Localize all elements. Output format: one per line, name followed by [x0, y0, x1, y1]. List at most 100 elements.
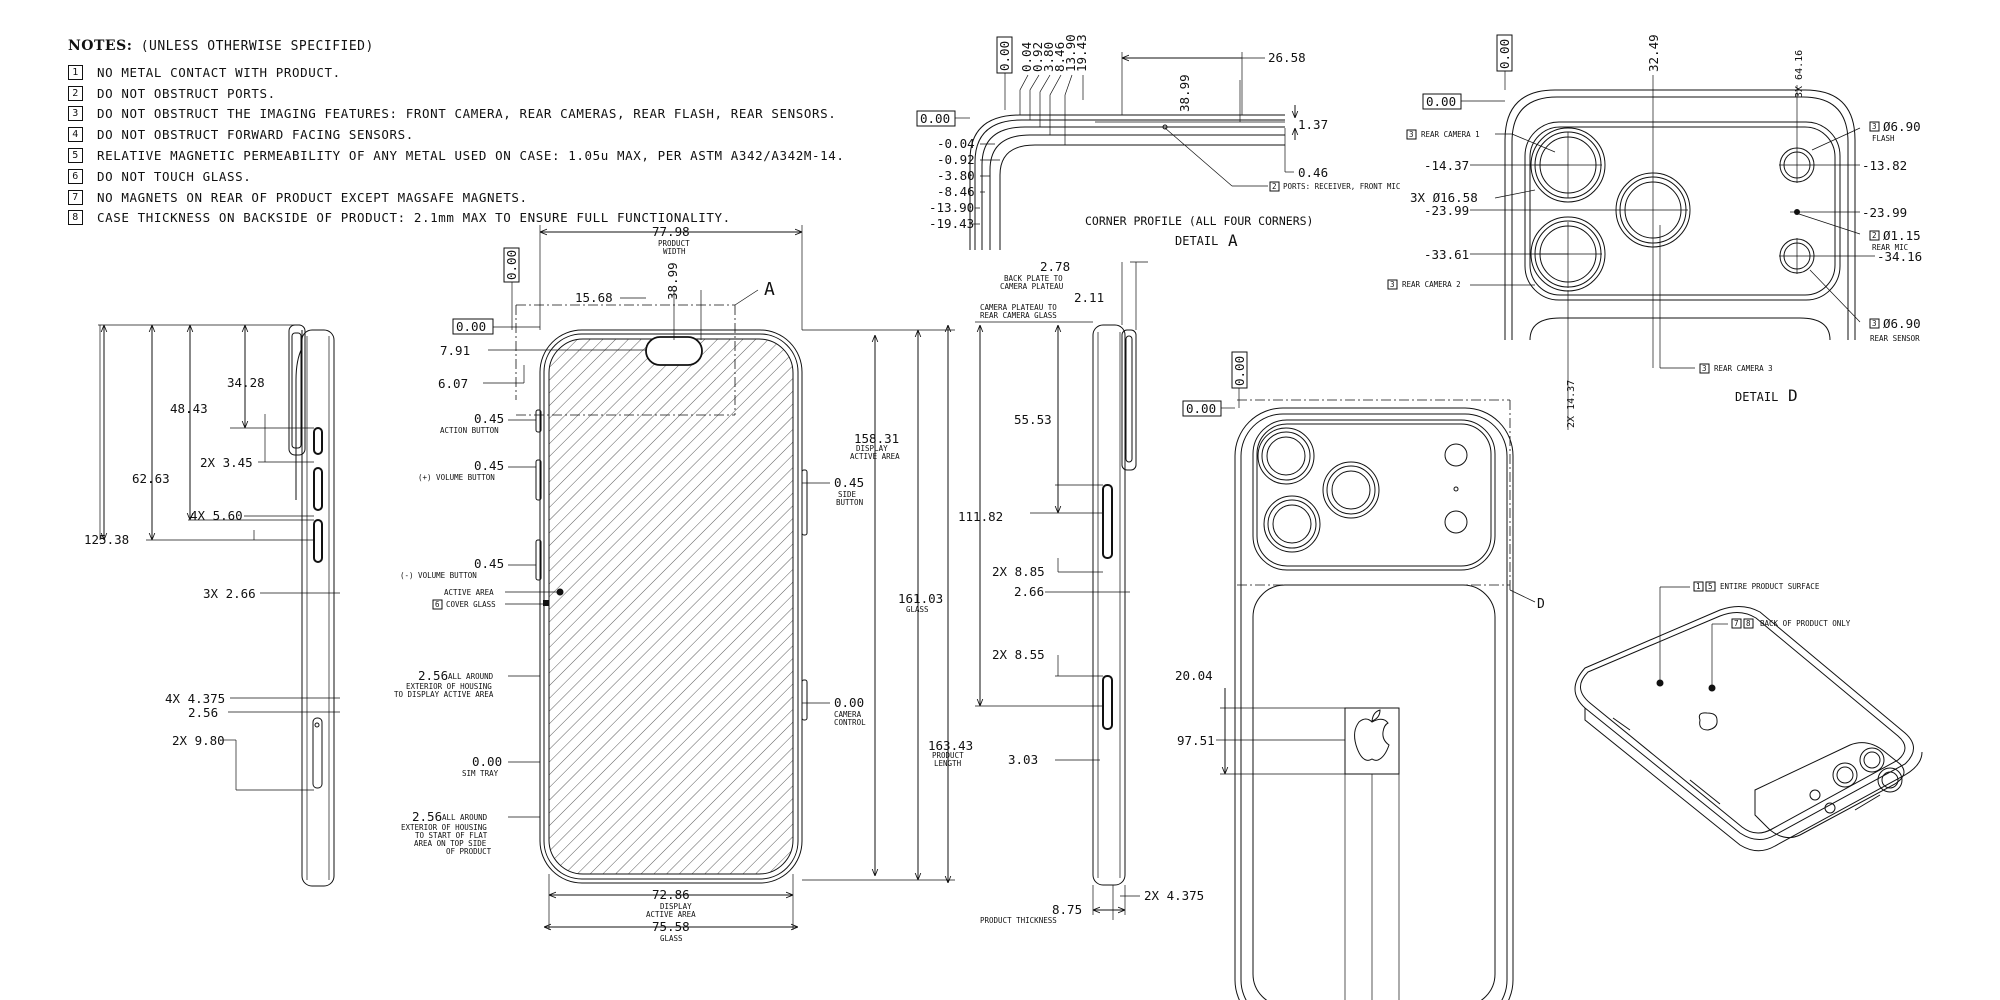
- svg-text:LENGTH: LENGTH: [934, 759, 962, 768]
- back-zero-horizontal: 0.00: [1186, 401, 1216, 416]
- svg-text:3: 3: [1702, 364, 1707, 373]
- svg-text:DISPLAY: DISPLAY: [660, 902, 692, 911]
- dim-161-03: 161.03: [898, 591, 943, 606]
- svg-text:BUTTON: BUTTON: [836, 498, 863, 507]
- detail-d-camera: 32.49 3X 64.16 0.00 0.00 3 REAR CAMERA 1…: [1387, 34, 1922, 430]
- dim-125-38: 125.38: [84, 532, 129, 547]
- svg-text:AREA ON TOP SIDE: AREA ON TOP SIDE: [414, 839, 487, 848]
- dim-minus-13-82: -13.82: [1862, 158, 1907, 173]
- front-zero-horizontal: 0.00: [456, 319, 486, 334]
- dim-97-51: 97.51: [1177, 733, 1215, 748]
- svg-text:ACTIVE AREA: ACTIVE AREA: [850, 452, 900, 461]
- action-button-label: ACTION BUTTON: [440, 426, 499, 435]
- dim-minus-34-16: -34.16: [1877, 249, 1922, 264]
- svg-text:ACTIVE AREA: ACTIVE AREA: [646, 910, 696, 919]
- back-camera-2: [1263, 495, 1321, 553]
- detail-d-zero-vertical: 0.00: [1497, 39, 1512, 69]
- front-zero-vertical: 0.00: [504, 250, 519, 280]
- dim-62-63: 62.63: [132, 471, 170, 486]
- rear-sensor-label: REAR SENSOR: [1870, 334, 1920, 343]
- svg-text:TO START OF FLAT: TO START OF FLAT: [415, 831, 488, 840]
- svg-text:WIDTH: WIDTH: [663, 247, 686, 256]
- svg-text:ALL AROUND: ALL AROUND: [448, 672, 494, 681]
- detail-a-zero-horizontal: 0.00: [920, 111, 950, 126]
- dim-7-91: 7.91: [440, 343, 470, 358]
- back-mic: [1453, 486, 1459, 492]
- dim-minus-23-99-left: -23.99: [1424, 203, 1469, 218]
- svg-text:3: 3: [1409, 130, 1414, 139]
- dim-2-66: 2.66: [1014, 584, 1044, 599]
- action-button-side: [313, 427, 323, 455]
- ports-label: PORTS: RECEIVER, FRONT MIC: [1283, 182, 1400, 191]
- left-camera-bump: [288, 324, 306, 456]
- svg-text:ALL AROUND: ALL AROUND: [442, 813, 488, 822]
- dim-2x-8-85: 2X 8.85: [992, 564, 1045, 579]
- dim-55-53: 55.53: [1014, 412, 1052, 427]
- dim-3x-dia-16-58: 3X Ø16.58: [1410, 190, 1478, 205]
- back-glass: [1252, 584, 1496, 1000]
- camera-control-value: 0.00: [834, 695, 864, 710]
- mic-diameter: Ø1.15: [1883, 228, 1921, 243]
- svg-text:2: 2: [1872, 231, 1877, 240]
- svg-text:3.80: 3.80: [1041, 42, 1056, 72]
- dim-3x-64-16: 3X 64.16: [1794, 50, 1805, 98]
- svg-text:3: 3: [1872, 319, 1877, 328]
- back-camera-1: [1257, 427, 1315, 485]
- sim-tray-value: 0.00: [472, 754, 502, 769]
- logo-box: [1344, 707, 1400, 775]
- svg-text:1: 1: [1696, 582, 1701, 591]
- active-area-label: ACTIVE AREA: [444, 588, 494, 597]
- dim-1-37: 1.37: [1298, 117, 1328, 132]
- volume-down-value: 0.45: [474, 556, 504, 571]
- dim-minus-23-99-right: -23.99: [1862, 205, 1907, 220]
- dim-158-31: 158.31: [854, 431, 899, 446]
- iso-camera-plateau: [1754, 742, 1905, 839]
- svg-text:8.46: 8.46: [1052, 42, 1067, 72]
- dim-20-04: 20.04: [1175, 668, 1213, 683]
- right-side-outline: [1092, 324, 1126, 886]
- iso-logo: [1698, 712, 1718, 731]
- back-housing: [1234, 407, 1514, 1000]
- svg-text:EXTERIOR OF HOUSING: EXTERIOR OF HOUSING: [401, 823, 487, 832]
- right-side-view: 2.78 BACK PLATE TO CAMERA PLATEAU 2.11 C…: [958, 259, 1204, 925]
- dim-6-07: 6.07: [438, 376, 468, 391]
- flash-diameter: Ø6.90: [1883, 119, 1921, 134]
- dim-38-99-detail: 38.99: [1177, 74, 1192, 112]
- svg-text:TO DISPLAY ACTIVE AREA: TO DISPLAY ACTIVE AREA: [394, 690, 494, 699]
- dim-26-58: 26.58: [1268, 50, 1306, 65]
- svg-text:CAMERA PLATEAU TO: CAMERA PLATEAU TO: [980, 303, 1057, 312]
- dim-2-11: 2.11: [1074, 290, 1104, 305]
- svg-text:EXTERIOR OF HOUSING: EXTERIOR OF HOUSING: [406, 682, 492, 691]
- camera-control-right: [1102, 675, 1113, 730]
- svg-text:-0.92: -0.92: [937, 152, 975, 167]
- dim-8-75: 8.75: [1052, 902, 1082, 917]
- dim-72-86: 72.86: [652, 887, 690, 902]
- svg-text:0.04: 0.04: [1019, 42, 1034, 72]
- svg-text:PRODUCT THICKNESS: PRODUCT THICKNESS: [980, 916, 1057, 925]
- back-of-product-label: BACK OF PRODUCT ONLY: [1760, 619, 1851, 628]
- back-view: D 0.00 0.00 20.04 97.51: [1175, 351, 1545, 1000]
- back-flash: [1444, 443, 1468, 467]
- apple-logo: [1354, 718, 1390, 761]
- svg-text:-13.90: -13.90: [929, 200, 974, 215]
- svg-text:2: 2: [1272, 182, 1277, 191]
- iso-body-outline: [1574, 606, 1914, 840]
- svg-text:13.90: 13.90: [1063, 34, 1078, 72]
- rear-camera-2-label: REAR CAMERA 2: [1402, 280, 1461, 289]
- rear-camera-1-label: REAR CAMERA 1: [1421, 130, 1480, 139]
- front-housing: [539, 329, 803, 884]
- top-flat-value: 2.56: [412, 809, 442, 824]
- volume-down-side: [313, 519, 323, 563]
- dim-4x-4-375: 4X 4.375: [165, 691, 225, 706]
- volume-up-label: (+) VOLUME BUTTON: [418, 473, 495, 482]
- dim-2x-8-55: 2X 8.55: [992, 647, 1045, 662]
- dim-34-28: 34.28: [227, 375, 265, 390]
- detail-a-letter: A: [1228, 231, 1238, 250]
- dim-4x-5-60: 4X 5.60: [190, 508, 243, 523]
- svg-text:8: 8: [1746, 619, 1751, 628]
